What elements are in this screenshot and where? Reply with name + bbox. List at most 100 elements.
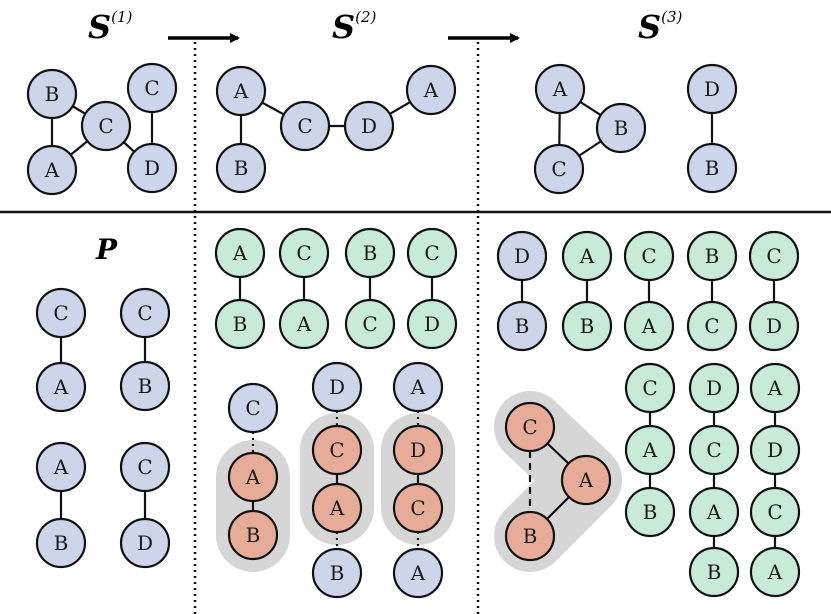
node-label: B xyxy=(705,244,720,268)
node-circle xyxy=(119,287,171,339)
graph-node: A xyxy=(623,300,675,352)
graph-node: B xyxy=(311,547,363,599)
node-circle xyxy=(80,100,132,152)
node-label: B xyxy=(707,560,722,584)
node-label: B xyxy=(330,561,345,585)
graph-node: D xyxy=(496,230,548,282)
node-circle xyxy=(311,482,363,534)
graph-node: D xyxy=(392,424,444,476)
node-circle xyxy=(624,486,676,538)
graph-node: D xyxy=(749,424,801,476)
node-label: A xyxy=(329,496,345,520)
graph-node: A xyxy=(35,361,87,413)
graph-node: C xyxy=(623,230,675,282)
node-circle xyxy=(534,63,586,115)
node-circle xyxy=(623,230,675,282)
node-label: C xyxy=(245,396,260,420)
node-circle xyxy=(405,64,457,116)
node-label: A xyxy=(578,468,594,492)
node-circle xyxy=(35,517,87,569)
graph-node: A xyxy=(26,144,78,196)
node-circle xyxy=(688,424,740,476)
title-s3: S(3) xyxy=(638,8,683,46)
graph-node: A xyxy=(392,547,444,599)
node-label: C xyxy=(641,244,656,268)
graph-node: C xyxy=(686,300,738,352)
node-label: A xyxy=(44,158,60,182)
node-circle xyxy=(688,546,740,598)
node-circle xyxy=(624,362,676,414)
node-label: D xyxy=(329,375,345,399)
node-label: C xyxy=(296,241,311,265)
graph-node: C xyxy=(119,441,171,493)
node-circle xyxy=(686,300,738,352)
node-circle xyxy=(215,65,267,117)
node-label: D xyxy=(410,438,426,462)
node-label: D xyxy=(424,312,440,336)
node-circle xyxy=(214,298,266,350)
graph-node: A xyxy=(749,362,801,414)
graph-node: A xyxy=(749,546,801,598)
graph-node: D xyxy=(126,142,178,194)
node-label: A xyxy=(767,376,783,400)
graph-node: A xyxy=(214,227,266,279)
node-circle xyxy=(624,424,676,476)
node-circle xyxy=(278,298,330,350)
node-circle xyxy=(688,362,740,414)
node-label: B xyxy=(233,312,248,336)
graph-node: B xyxy=(496,300,548,352)
graph-node: C xyxy=(80,100,132,152)
graph-node: B xyxy=(686,230,738,282)
node-circle xyxy=(311,361,363,413)
graph-node: C xyxy=(119,287,171,339)
node-circle xyxy=(688,486,740,538)
graph-node: D xyxy=(311,361,363,413)
graph-node: A xyxy=(560,454,612,506)
node-circle xyxy=(560,454,612,506)
graph-node: B xyxy=(624,486,676,538)
node-circle xyxy=(686,63,738,115)
graph-node: B xyxy=(688,546,740,598)
node-circle xyxy=(126,62,178,114)
graph-node: A xyxy=(688,486,740,538)
graph-node: C xyxy=(392,482,444,534)
node-circle xyxy=(344,227,396,279)
node-circle xyxy=(343,100,395,152)
node-label: C xyxy=(642,376,657,400)
graph-node: C xyxy=(344,298,396,350)
node-label: B xyxy=(515,314,530,338)
node-circle xyxy=(26,144,78,196)
graph-node: B xyxy=(215,142,267,194)
node-circle xyxy=(344,298,396,350)
node-label: D xyxy=(514,244,530,268)
node-label: B xyxy=(246,523,261,547)
node-circle xyxy=(215,142,267,194)
node-circle xyxy=(35,361,87,413)
node-label: A xyxy=(579,244,595,268)
node-circle xyxy=(26,68,78,120)
node-circle xyxy=(496,230,548,282)
node-label: A xyxy=(641,314,657,338)
graph-node: D xyxy=(688,362,740,414)
node-label: B xyxy=(234,156,249,180)
node-label: C xyxy=(551,157,566,181)
graph-node: C xyxy=(624,362,676,414)
node-label: A xyxy=(410,561,426,585)
graph-node: D xyxy=(119,517,171,569)
node-label: D xyxy=(144,156,160,180)
node-label: D xyxy=(137,531,153,555)
node-label: B xyxy=(614,116,629,140)
graph-node: A xyxy=(624,424,676,476)
node-circle xyxy=(561,300,613,352)
graph-node: B xyxy=(35,517,87,569)
graph-node: C xyxy=(35,287,87,339)
node-label: C xyxy=(329,438,344,462)
node-label: C xyxy=(137,455,152,479)
node-label: A xyxy=(767,560,783,584)
graph-node: C xyxy=(533,143,585,195)
graph-node: B xyxy=(561,300,613,352)
node-circle xyxy=(119,517,171,569)
node-circle xyxy=(561,230,613,282)
node-circle xyxy=(126,142,178,194)
graph-node: B xyxy=(227,509,279,561)
